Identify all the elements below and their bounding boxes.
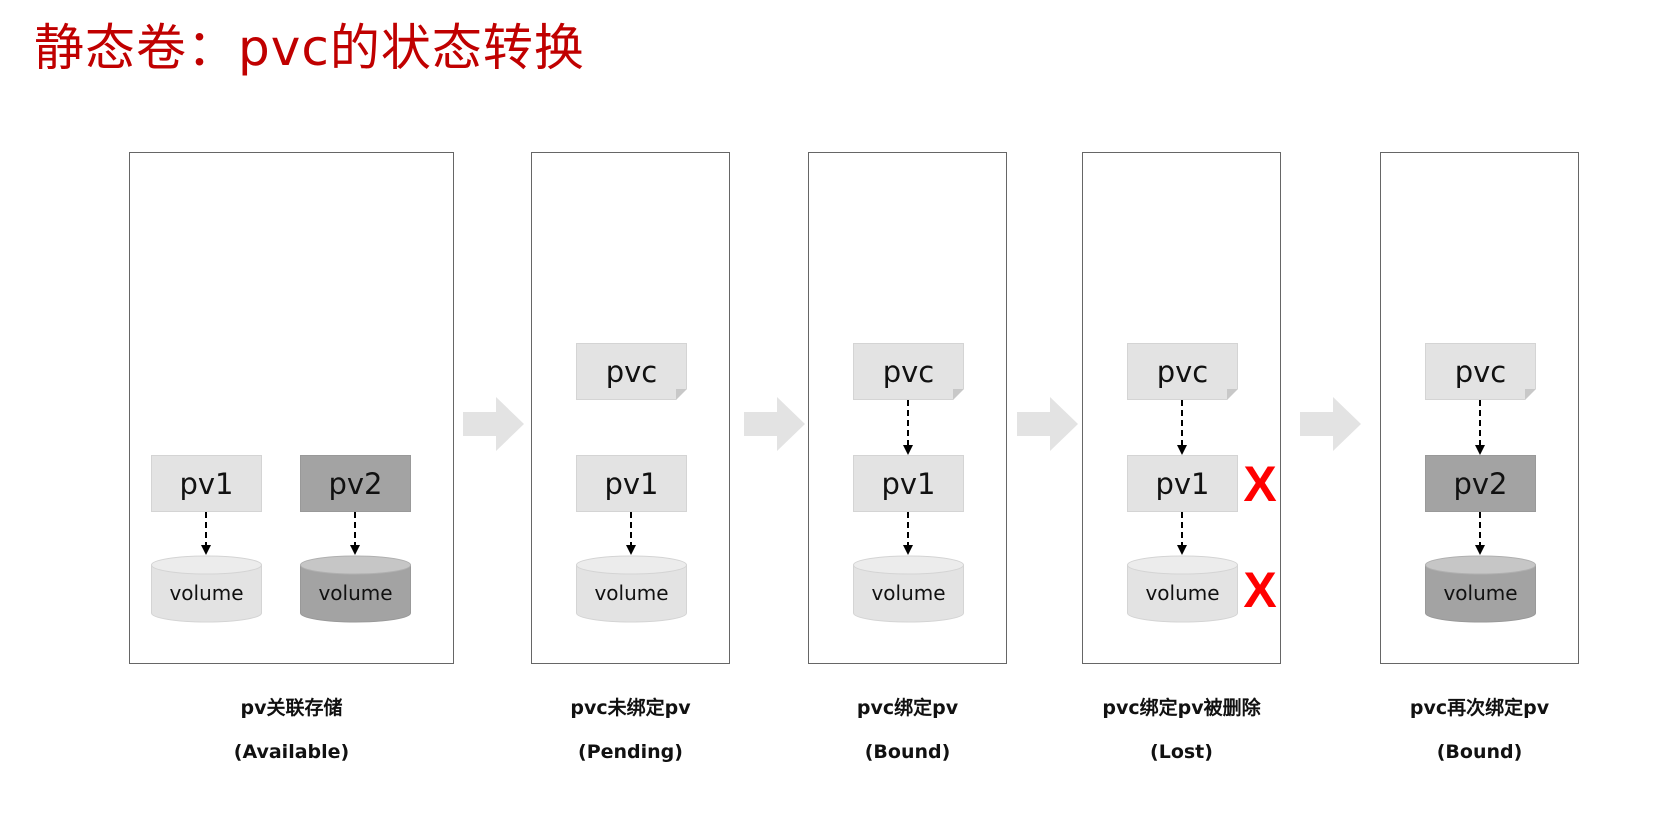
deleted-x-icon: X bbox=[1243, 562, 1277, 618]
stage-caption: pvc未绑定pv (Pending) bbox=[511, 686, 750, 774]
pvc-node: pvc bbox=[1127, 343, 1238, 400]
fold-corner-icon bbox=[953, 389, 964, 400]
stage-caption: pvc再次绑定pv (Bound) bbox=[1360, 686, 1599, 774]
page-title: 静态卷：pvc的状态转换 bbox=[34, 19, 585, 77]
stage-caption-text: pvc绑定pv被删除 bbox=[1102, 697, 1261, 719]
transition-arrow-icon bbox=[1300, 397, 1361, 451]
dashed-arrow-icon bbox=[201, 512, 360, 555]
volume-label: volume bbox=[1443, 581, 1518, 605]
dashed-arrow-icon bbox=[626, 512, 636, 555]
stage-caption: pv关联存储 (Available) bbox=[129, 686, 454, 774]
deleted-x-icon: X bbox=[1243, 456, 1277, 512]
volume-cylinder: volume bbox=[151, 555, 262, 623]
pvc-node: pvc bbox=[853, 343, 964, 400]
volume-cylinder: volume bbox=[853, 555, 964, 623]
volume-cylinder: volume bbox=[300, 555, 411, 623]
stage-panel-rebound: pvc pv2 volume bbox=[1380, 152, 1579, 664]
dashed-arrow-icon bbox=[1475, 400, 1485, 555]
stage-caption-text: pvc未绑定pv bbox=[570, 697, 691, 719]
stage-status: (Bound) bbox=[1436, 741, 1523, 763]
transition-arrow-icon bbox=[1017, 397, 1078, 451]
transition-arrow-icon bbox=[463, 397, 524, 451]
volume-label: volume bbox=[1145, 581, 1220, 605]
stage-status: (Lost) bbox=[1150, 741, 1213, 763]
stage-panel-available: pv1 pv2 volume volume bbox=[129, 152, 454, 664]
pv2-node: pv2 bbox=[300, 455, 411, 512]
volume-label: volume bbox=[318, 581, 393, 605]
volume-label: volume bbox=[169, 581, 244, 605]
stage-caption: pvc绑定pv (Bound) bbox=[788, 686, 1027, 774]
volume-cylinder: volume bbox=[576, 555, 687, 623]
pv1-node: pv1 bbox=[853, 455, 964, 512]
dashed-arrow-icon bbox=[1177, 400, 1187, 555]
pvc-node: pvc bbox=[576, 343, 687, 400]
fold-corner-icon bbox=[1525, 389, 1536, 400]
stage-status: (Bound) bbox=[864, 741, 951, 763]
stage-status: (Pending) bbox=[578, 741, 683, 763]
transition-arrow-icon bbox=[744, 397, 805, 451]
fold-corner-icon bbox=[676, 389, 687, 400]
stage-caption-text: pv关联存储 bbox=[240, 697, 343, 719]
pv1-node: pv1 bbox=[151, 455, 262, 512]
volume-label: volume bbox=[871, 581, 946, 605]
pv2-node: pv2 bbox=[1425, 455, 1536, 512]
pvc-node: pvc bbox=[1425, 343, 1536, 400]
stage-panel-bound: pvc pv1 volume bbox=[808, 152, 1007, 664]
stage-caption-text: pvc绑定pv bbox=[856, 697, 959, 719]
stage-caption-text: pvc再次绑定pv bbox=[1409, 697, 1550, 719]
stage-panel-lost: pvc pv1 volume X X bbox=[1082, 152, 1281, 664]
volume-cylinder: volume bbox=[1127, 555, 1238, 623]
pv1-node: pv1 bbox=[1127, 455, 1238, 512]
volume-label: volume bbox=[594, 581, 669, 605]
stage-caption: pvc绑定pv被删除 (Lost) bbox=[1052, 686, 1311, 774]
dashed-arrow-icon bbox=[903, 400, 913, 555]
stage-status: (Available) bbox=[233, 741, 350, 763]
volume-cylinder: volume bbox=[1425, 555, 1536, 623]
fold-corner-icon bbox=[1227, 389, 1238, 400]
stage-panel-pending: pvc pv1 volume bbox=[531, 152, 730, 664]
pv1-node: pv1 bbox=[576, 455, 687, 512]
